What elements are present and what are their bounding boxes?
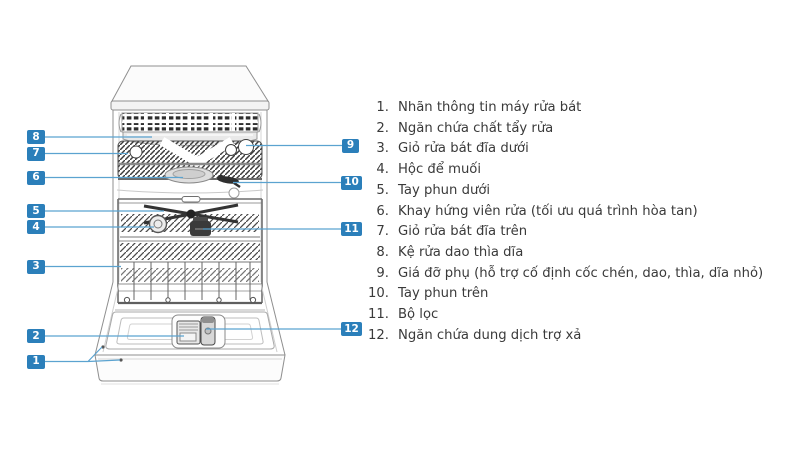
callout-line-1 bbox=[45, 346, 121, 363]
callout-label-2: 2 bbox=[27, 329, 45, 343]
legend-item-number: 3. bbox=[376, 141, 389, 157]
worktop bbox=[110, 65, 270, 111]
legend-item: 6. Khay hứng viên rửa (tối ưu quá trình h… bbox=[362, 202, 763, 223]
callout-lines bbox=[45, 136, 342, 363]
legend-item-number: 9. bbox=[376, 265, 389, 281]
legend-item-number: 7. bbox=[376, 224, 389, 240]
legend-item-number: 10. bbox=[368, 286, 389, 302]
legend-item-number: 4. bbox=[376, 162, 389, 178]
legend-item-label: Ngăn chứa dung dịch trợ xả bbox=[398, 327, 582, 343]
legend-item-number: 11. bbox=[368, 307, 389, 323]
legend-item: 4. Hộc để muối bbox=[362, 160, 763, 181]
tub-interior bbox=[116, 187, 264, 199]
legend-item-label: Giỏ rửa bát đĩa dưới bbox=[398, 141, 529, 157]
cabinet-walls bbox=[112, 110, 268, 282]
legend-item: 12. Ngăn chứa dung dịch trợ xả bbox=[362, 326, 763, 347]
legend-item-number: 6. bbox=[376, 203, 389, 219]
callout-label-3: 3 bbox=[27, 259, 45, 274]
tablet-tray bbox=[164, 166, 214, 184]
salt-container bbox=[148, 214, 168, 234]
legend-item-label: Khay hứng viên rửa (tối ưu quá trình hòa… bbox=[398, 203, 698, 219]
legend-item: 11. Bộ lọc bbox=[362, 305, 763, 326]
upper-rack bbox=[117, 137, 263, 180]
legend-item: 10. Tay phun trên bbox=[362, 284, 763, 305]
base-panel bbox=[94, 345, 286, 385]
rinse-aid-dispenser bbox=[200, 316, 216, 346]
legend-item: 8. Kệ rửa dao thìa dĩa bbox=[362, 243, 763, 264]
legend-item-label: Tay phun trên bbox=[398, 286, 489, 302]
legend-item-label: Giá đỡ phụ (hỗ trợ cố định cốc chén, dao… bbox=[398, 265, 764, 281]
legend-item-number: 2. bbox=[376, 120, 389, 136]
cutlery-tray bbox=[118, 112, 262, 133]
legend-item: 5. Tay phun dưới bbox=[362, 181, 763, 202]
filter bbox=[190, 217, 211, 236]
callout-label-12: 12 bbox=[341, 322, 362, 336]
callout-label-4: 4 bbox=[27, 220, 45, 234]
legend-item-label: Ngăn chứa chất tẩy rửa bbox=[398, 120, 554, 136]
parts-legend: 1. Nhãn thông tin máy rửa bát 2. Ngăn chứa… bbox=[362, 98, 763, 346]
detergent-dispenser bbox=[171, 314, 226, 349]
legend-item-number: 5. bbox=[376, 182, 389, 198]
legend-item-number: 8. bbox=[376, 244, 389, 260]
callout-label-6: 6 bbox=[27, 170, 45, 185]
callout-label-5: 5 bbox=[27, 204, 45, 218]
upper-spray-arm bbox=[217, 174, 241, 189]
legend-item-label: Tay phun dưới bbox=[398, 182, 491, 198]
legend-item: 3. Giỏ rửa bát đĩa dưới bbox=[362, 139, 763, 160]
legend-item-label: Hộc để muối bbox=[398, 162, 482, 178]
callout-label-1: 1 bbox=[27, 354, 45, 369]
legend-item-label: Kệ rửa dao thìa dĩa bbox=[398, 244, 524, 260]
legend-item: 1. Nhãn thông tin máy rửa bát bbox=[362, 98, 763, 119]
legend-item-number: 1. bbox=[376, 100, 389, 115]
legend-item: 2. Ngăn chứa chất tẩy rửa bbox=[362, 119, 763, 140]
legend-item-number: 12. bbox=[368, 327, 389, 343]
legend-item-label: Bộ lọc bbox=[398, 307, 439, 323]
callout-label-7: 7 bbox=[27, 146, 45, 161]
callout-label-10: 10 bbox=[341, 175, 362, 190]
legend-item: 7. Giỏ rửa bát đĩa trên bbox=[362, 222, 763, 243]
legend-item-label: Giỏ rửa bát đĩa trên bbox=[398, 224, 528, 240]
callout-label-8: 8 bbox=[27, 130, 45, 144]
legend-item: 9. Giá đỡ phụ (hỗ trợ cố định cốc chén, d… bbox=[362, 264, 763, 285]
legend-item-label: Nhãn thông tin máy rửa bát bbox=[398, 100, 582, 115]
callout-label-9: 9 bbox=[342, 138, 359, 153]
callout-label-11: 11 bbox=[341, 222, 362, 236]
